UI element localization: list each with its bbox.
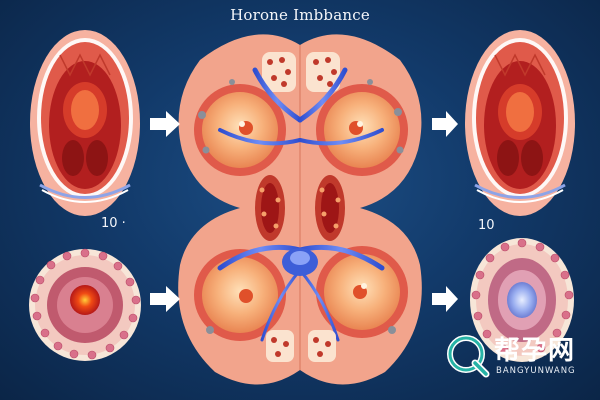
left-label: 10 · bbox=[101, 216, 126, 231]
logo-q-icon bbox=[447, 335, 490, 378]
watermark-pinyin: BANGYUNWANG bbox=[496, 366, 576, 376]
right-bottom-follicle bbox=[470, 238, 574, 362]
right-top-organ bbox=[465, 30, 575, 216]
arrow-right-icon bbox=[150, 286, 180, 312]
right-label: 10 bbox=[478, 218, 495, 233]
arrow-right-icon bbox=[432, 111, 458, 137]
watermark-logo: 帮孕网 BANGYUNWANG bbox=[444, 330, 594, 388]
watermark-name: 帮孕网 bbox=[494, 336, 576, 366]
central-organ-complex bbox=[178, 34, 422, 385]
arrow-right-icon bbox=[432, 286, 458, 312]
arrow-icons bbox=[150, 111, 458, 312]
left-top-organ bbox=[30, 30, 140, 216]
left-bottom-follicle bbox=[29, 248, 141, 361]
arrow-right-icon bbox=[150, 111, 180, 137]
page-title: Horone Imbbance bbox=[230, 6, 370, 24]
